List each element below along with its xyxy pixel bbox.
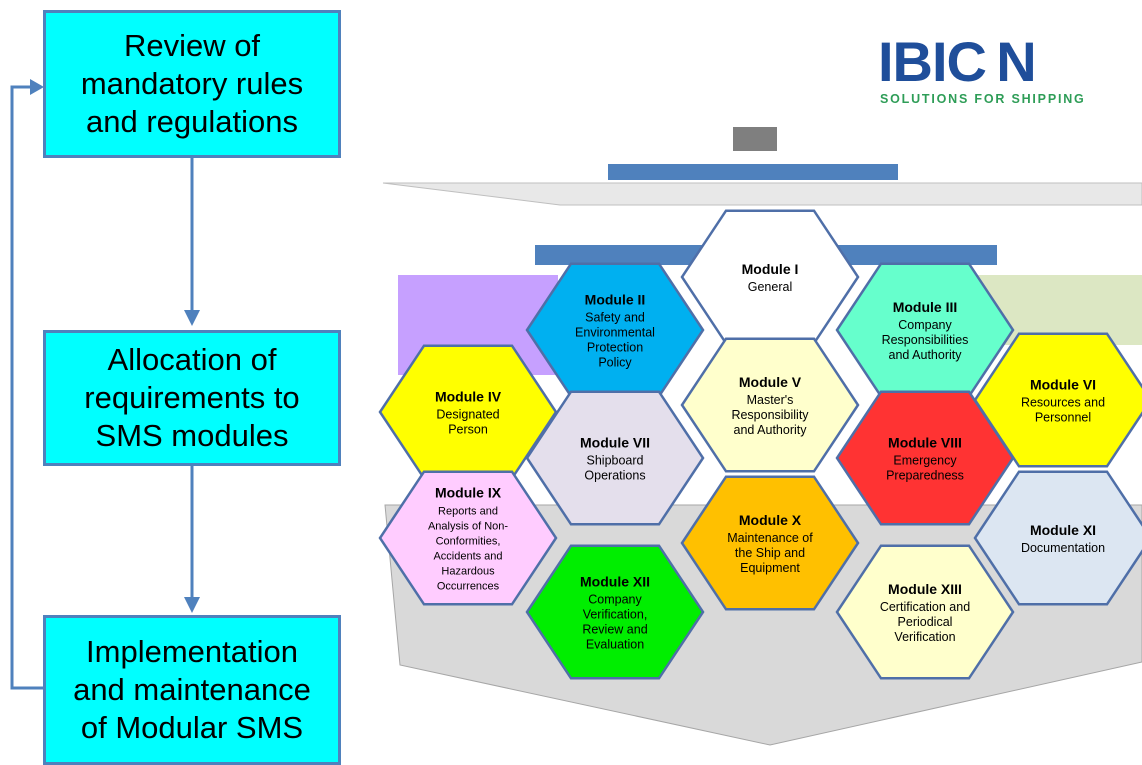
module-title: Module VI bbox=[1030, 377, 1096, 393]
module-title: Module IX bbox=[435, 485, 502, 501]
flow-step-allocation-line: Allocation of bbox=[107, 342, 277, 377]
flow-step-review-line: mandatory rules bbox=[80, 66, 304, 101]
module-description-line: Verification, bbox=[583, 608, 648, 622]
flow-step-implementation: Implementation and maintenance of Modula… bbox=[43, 615, 341, 765]
module-title: Module II bbox=[585, 292, 646, 308]
flow-step-allocation: Allocation of requirements to SMS module… bbox=[43, 330, 341, 466]
module-description-line: Resources and bbox=[1021, 396, 1105, 410]
ship-funnel bbox=[733, 127, 777, 151]
module-description-line: Policy bbox=[598, 356, 632, 370]
logo-tagline: SOLUTIONS FOR SHIPPING bbox=[880, 92, 1086, 106]
module-description-line: Periodical bbox=[898, 615, 953, 629]
flow-step-implementation-line: and maintenance bbox=[73, 672, 311, 707]
module-description-line: and Authority bbox=[889, 348, 963, 362]
module-title: Module X bbox=[739, 512, 802, 528]
module-title: Module XI bbox=[1030, 522, 1096, 538]
ship-superstructure bbox=[382, 182, 1142, 206]
flow-step-review-line: and regulations bbox=[86, 104, 298, 139]
module-title: Module IV bbox=[435, 389, 502, 405]
module-hex-shape bbox=[525, 390, 705, 526]
flow-connectors bbox=[10, 79, 200, 690]
module-description-line: Company bbox=[588, 593, 642, 607]
module-hex-shape bbox=[835, 544, 1015, 680]
module-description-line: Responsibilities bbox=[882, 333, 969, 347]
module-title: Module III bbox=[893, 299, 958, 315]
module-description-line: Evaluation bbox=[586, 638, 644, 652]
module-hex-shape bbox=[973, 470, 1142, 606]
module-title: Module V bbox=[739, 374, 802, 390]
module-description-line: Environmental bbox=[575, 326, 655, 340]
ship-bridge-top bbox=[608, 164, 898, 180]
flow-step-review-line: Review of bbox=[123, 28, 261, 63]
flow-step-implementation-line: of Modular SMS bbox=[80, 710, 304, 745]
module-description-line: Personnel bbox=[1035, 411, 1091, 425]
module-hex-m11: Module XI Documentation bbox=[973, 470, 1142, 606]
module-description-line: Designated bbox=[436, 408, 499, 422]
module-hex-m2: Module II Safety andEnvironmentalProtecti… bbox=[525, 262, 705, 398]
module-description-line: Protection bbox=[587, 341, 643, 355]
module-hex-shape bbox=[680, 475, 860, 611]
module-description-line: Documentation bbox=[1021, 541, 1105, 555]
module-hex-shape bbox=[680, 337, 860, 473]
module-description-line: Accidents and bbox=[433, 551, 502, 563]
module-description-line: Analysis of Non- bbox=[428, 521, 508, 533]
module-description-line: Emergency bbox=[893, 454, 957, 468]
module-hex-shape bbox=[525, 544, 705, 680]
module-description-line: Verification bbox=[894, 630, 955, 644]
module-hex-m13: Module XIII Certification andPeriodicalVe… bbox=[835, 544, 1015, 680]
module-title: Module XII bbox=[580, 574, 650, 590]
module-description-line: Equipment bbox=[740, 561, 800, 575]
module-hex-m1: Module I General bbox=[680, 209, 860, 345]
module-description-line: Master's bbox=[747, 393, 794, 407]
module-description-line: Maintenance of bbox=[727, 531, 813, 545]
module-description-line: Review and bbox=[582, 623, 647, 637]
module-description-line: Reports and bbox=[438, 506, 498, 518]
module-description-line: Conformities, bbox=[436, 536, 501, 548]
ibicon-logo: IBIC N bbox=[878, 30, 1037, 93]
module-description-line: Preparedness bbox=[886, 469, 964, 483]
module-title: Module VII bbox=[580, 435, 650, 451]
flow-step-allocation-line: requirements to bbox=[84, 380, 300, 415]
flow-step-review: Review of mandatory rules and regulation… bbox=[43, 10, 341, 158]
feedback-loop-arrow bbox=[10, 85, 43, 690]
module-description-line: and Authority bbox=[734, 423, 808, 437]
module-title: Module XIII bbox=[888, 581, 962, 597]
module-description-line: Company bbox=[898, 318, 952, 332]
module-description-line: Occurrences bbox=[437, 581, 500, 593]
module-description-line: the Ship and bbox=[735, 546, 805, 560]
module-description-line: Person bbox=[448, 423, 488, 437]
module-description-line: Responsibility bbox=[731, 408, 809, 422]
module-title: Module I bbox=[742, 261, 799, 277]
module-description-line: Shipboard bbox=[587, 454, 644, 468]
module-description-line: Certification and bbox=[880, 600, 970, 614]
module-hex-shape bbox=[680, 209, 860, 345]
module-hex-shape bbox=[835, 390, 1015, 526]
module-hex-shape bbox=[378, 470, 558, 606]
module-description-line: General bbox=[748, 280, 792, 294]
flow-step-implementation-line: Implementation bbox=[86, 634, 298, 669]
module-title: Module VIII bbox=[888, 435, 962, 451]
flow-step-allocation-line: SMS modules bbox=[95, 418, 289, 453]
module-description-line: Operations bbox=[584, 469, 645, 483]
module-description-line: Hazardous bbox=[441, 566, 495, 578]
module-description-line: Safety and bbox=[585, 311, 645, 325]
